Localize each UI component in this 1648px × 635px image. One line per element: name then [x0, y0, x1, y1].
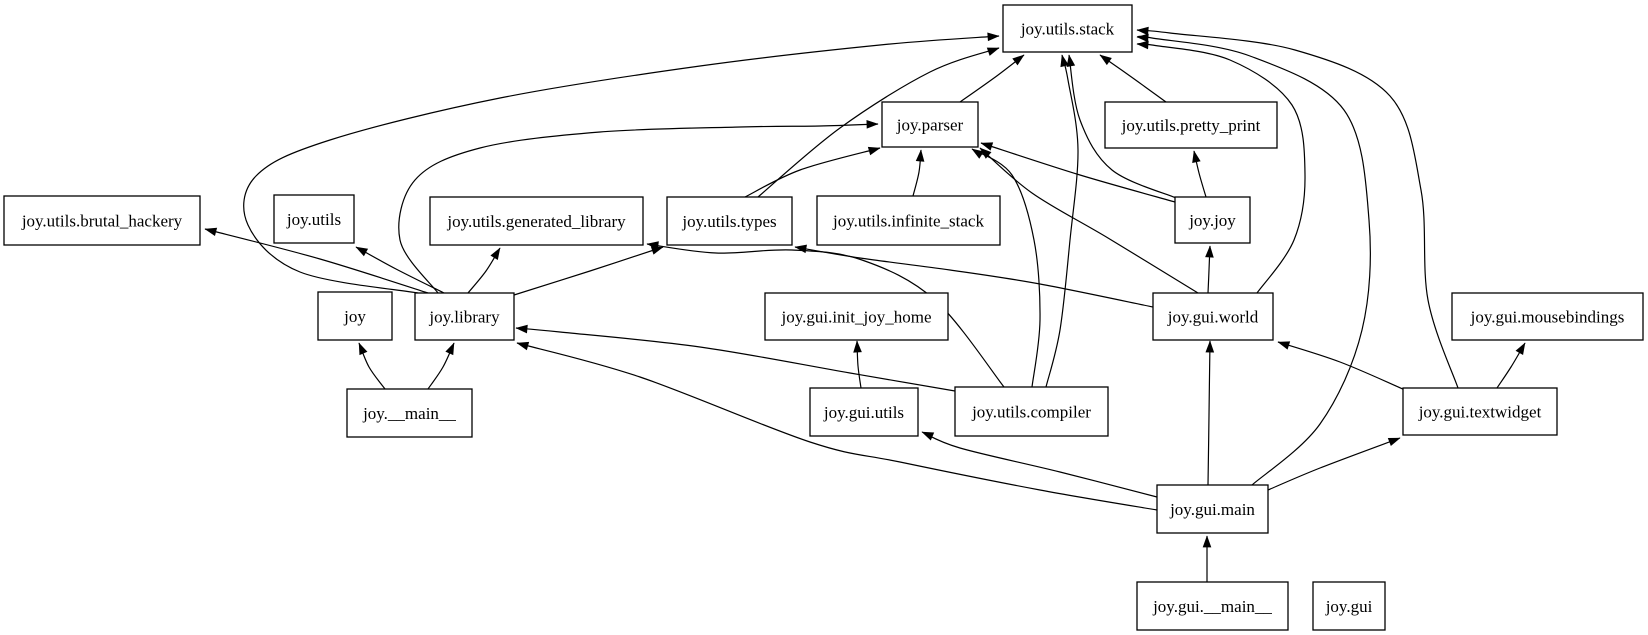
edge-joy_gui_textwidget-to-joy_utils_stack	[1136, 26, 1459, 389]
node-joy_joy: joy.joy	[1174, 196, 1251, 244]
edge-joy_library-to-joy_utils_brutal_hackery	[204, 227, 429, 294]
edge-joy___main__-to-joy	[358, 342, 386, 390]
node-label-joy_utils: joy.utils	[286, 210, 341, 229]
node-box-joy_gui	[1312, 581, 1386, 631]
node-joy_utils_generated_library: joy.utils.generated_library	[429, 196, 644, 246]
node-box-joy_utils_brutal_hackery	[3, 195, 201, 246]
node-box-joy_utils_pretty_print	[1104, 101, 1278, 149]
node-joy: joy	[317, 291, 393, 341]
edge-joy_gui_main-to-joy_library	[516, 341, 1158, 511]
node-label-joy_utils_pretty_print: joy.utils.pretty_print	[1121, 116, 1261, 135]
edge-joy_library-to-joy_utils_stack	[243, 32, 1000, 294]
node-box-joy_gui_main	[1156, 484, 1269, 534]
edge-joy_utils_infinite_stack-to-joy_parser	[912, 149, 925, 197]
edge-joy_utils_compiler-to-joy_library	[515, 324, 956, 392]
edge-joy_gui_textwidget-to-joy_gui_mousebindings	[1496, 342, 1526, 389]
node-joy_utils_compiler: joy.utils.compiler	[954, 386, 1109, 437]
node-box-joy_joy	[1174, 196, 1251, 244]
node-label-joy: joy	[343, 307, 366, 326]
edge-joy_utils_compiler-to-joy_parser	[971, 148, 1041, 388]
node-box-joy___main__	[346, 388, 473, 438]
node-box-joy_gui_init_joy_home	[764, 292, 949, 341]
node-label-joy_gui_textwidget: joy.gui.textwidget	[1418, 403, 1542, 422]
edge-layer	[204, 26, 1526, 582]
edge-joy_gui_textwidget-to-joy_gui_world	[1277, 341, 1406, 391]
node-box-joy_parser	[881, 101, 979, 148]
edge-joy_gui_main-to-joy_gui_utils	[921, 431, 1158, 498]
edge-joy_gui_main-to-joy_gui_world	[1205, 340, 1215, 486]
node-label-joy___main__: joy.__main__	[362, 404, 456, 423]
node-joy_utils_pretty_print: joy.utils.pretty_print	[1104, 101, 1278, 149]
node-label-joy_utils_generated_library: joy.utils.generated_library	[446, 212, 626, 231]
edge-joy_gui_world-to-joy_utils_stack	[1136, 40, 1306, 294]
node-joy_utils: joy.utils	[273, 194, 355, 244]
node-box-joy_gui_textwidget	[1402, 387, 1558, 436]
node-label-joy_gui_mousebindings: joy.gui.mousebindings	[1470, 308, 1625, 327]
node-joy_utils_infinite_stack: joy.utils.infinite_stack	[816, 195, 1001, 246]
node-joy_gui___main__: joy.gui.__main__	[1136, 581, 1289, 631]
edge-joy_utils_types-to-joy_parser	[744, 146, 881, 198]
edge-joy_joy-to-joy_parser	[980, 142, 1176, 203]
node-box-joy	[317, 291, 393, 341]
node-label-joy_gui_init_joy_home: joy.gui.init_joy_home	[780, 308, 931, 327]
edge-joy_gui_main-to-joy_gui_textwidget	[1267, 437, 1401, 491]
edge-joy_utils_compiler-to-joy_utils_generated_library	[646, 241, 1005, 388]
node-box-joy_utils_infinite_stack	[816, 195, 1001, 246]
node-joy_gui_utils: joy.gui.utils	[809, 387, 919, 437]
edge-joy_gui_utils-to-joy_gui_init_joy_home	[853, 340, 862, 389]
node-joy_library: joy.library	[414, 292, 515, 341]
node-joy_gui: joy.gui	[1312, 581, 1386, 631]
node-box-joy_utils_compiler	[954, 386, 1109, 437]
node-box-joy_utils_stack	[1002, 4, 1133, 53]
node-joy_gui_textwidget: joy.gui.textwidget	[1402, 387, 1558, 436]
node-label-joy_joy: joy.joy	[1188, 211, 1236, 230]
node-label-joy_gui___main__: joy.gui.__main__	[1152, 597, 1272, 616]
node-label-joy_utils_stack: joy.utils.stack	[1020, 20, 1115, 39]
node-box-joy_gui___main__	[1136, 581, 1289, 631]
node-joy_utils_stack: joy.utils.stack	[1002, 4, 1133, 53]
edge-joy_joy-to-joy_utils_stack	[1066, 54, 1177, 199]
edge-joy_utils_compiler-to-joy_utils_stack	[1045, 54, 1079, 388]
node-label-joy_library: joy.library	[428, 308, 500, 327]
node-box-joy_utils	[273, 194, 355, 244]
edge-joy_gui_world-to-joy_utils_types	[794, 244, 1154, 308]
edge-joy_gui_main-to-joy_utils_stack	[1136, 33, 1371, 486]
edge-joy_utils_types-to-joy_utils_stack	[757, 47, 1000, 198]
node-joy_gui_world: joy.gui.world	[1152, 292, 1274, 341]
node-box-joy_gui_utils	[809, 387, 919, 437]
node-label-joy_gui_utils: joy.gui.utils	[823, 403, 904, 422]
node-joy_parser: joy.parser	[881, 101, 979, 148]
node-joy___main__: joy.__main__	[346, 388, 473, 438]
node-label-joy_parser: joy.parser	[896, 116, 964, 135]
node-label-joy_gui_main: joy.gui.main	[1169, 500, 1255, 519]
node-box-joy_utils_generated_library	[429, 196, 644, 246]
node-label-joy_utils_brutal_hackery: joy.utils.brutal_hackery	[21, 212, 183, 231]
node-box-joy_gui_mousebindings	[1451, 292, 1644, 341]
node-label-joy_gui: joy.gui	[1325, 597, 1373, 616]
node-label-joy_utils_types: joy.utils.types	[681, 212, 776, 231]
node-joy_gui_main: joy.gui.main	[1156, 484, 1269, 534]
node-joy_utils_types: joy.utils.types	[666, 196, 793, 246]
node-label-joy_utils_compiler: joy.utils.compiler	[971, 403, 1091, 422]
node-label-joy_utils_infinite_stack: joy.utils.infinite_stack	[832, 212, 984, 231]
edge-joy_library-to-joy_utils_types	[513, 246, 664, 296]
edge-joy_library-to-joy_utils_generated_library	[467, 247, 501, 294]
node-joy_gui_mousebindings: joy.gui.mousebindings	[1451, 292, 1644, 341]
node-box-joy_library	[414, 292, 515, 341]
node-label-joy_gui_world: joy.gui.world	[1167, 308, 1259, 327]
edge-joy_joy-to-joy_utils_pretty_print	[1192, 150, 1207, 198]
edge-joy_utils_pretty_print-to-joy_utils_stack	[1099, 54, 1167, 103]
node-box-joy_gui_world	[1152, 292, 1274, 341]
node-joy_utils_brutal_hackery: joy.utils.brutal_hackery	[3, 195, 201, 246]
node-box-joy_utils_types	[666, 196, 793, 246]
node-layer: joy.utils.stack joy.parser joy.utils.prett…	[3, 4, 1644, 631]
edge-joy_library-to-joy_parser	[398, 120, 879, 294]
edge-joy_parser-to-joy_utils_stack	[959, 54, 1025, 103]
edge-joy_gui_world-to-joy_joy	[1205, 245, 1214, 294]
node-joy_gui_init_joy_home: joy.gui.init_joy_home	[764, 292, 949, 341]
edge-joy_gui_world-to-joy_parser	[979, 147, 1199, 294]
edge-joy___main__-to-joy_library	[427, 342, 455, 390]
